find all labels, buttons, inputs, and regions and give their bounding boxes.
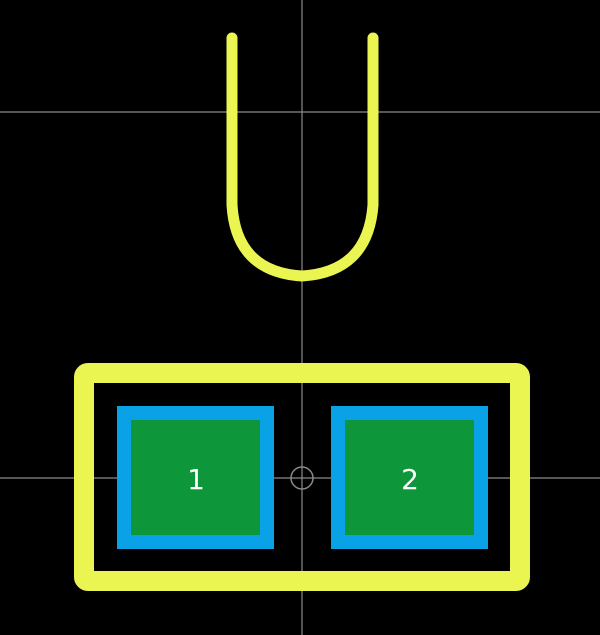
- pad-2[interactable]: 2: [331, 406, 488, 549]
- polarity-marker-silkscreen: [226, 32, 379, 282]
- pad-1-label: 1: [187, 463, 205, 496]
- origin-crosshair-icon: [290, 466, 314, 490]
- pad-2-label: 2: [401, 463, 419, 496]
- pad-1-copper: [131, 420, 260, 535]
- pad-1[interactable]: 1: [117, 406, 274, 549]
- pad-2-copper: [345, 420, 474, 535]
- footprint-outline-silkscreen: [74, 363, 530, 591]
